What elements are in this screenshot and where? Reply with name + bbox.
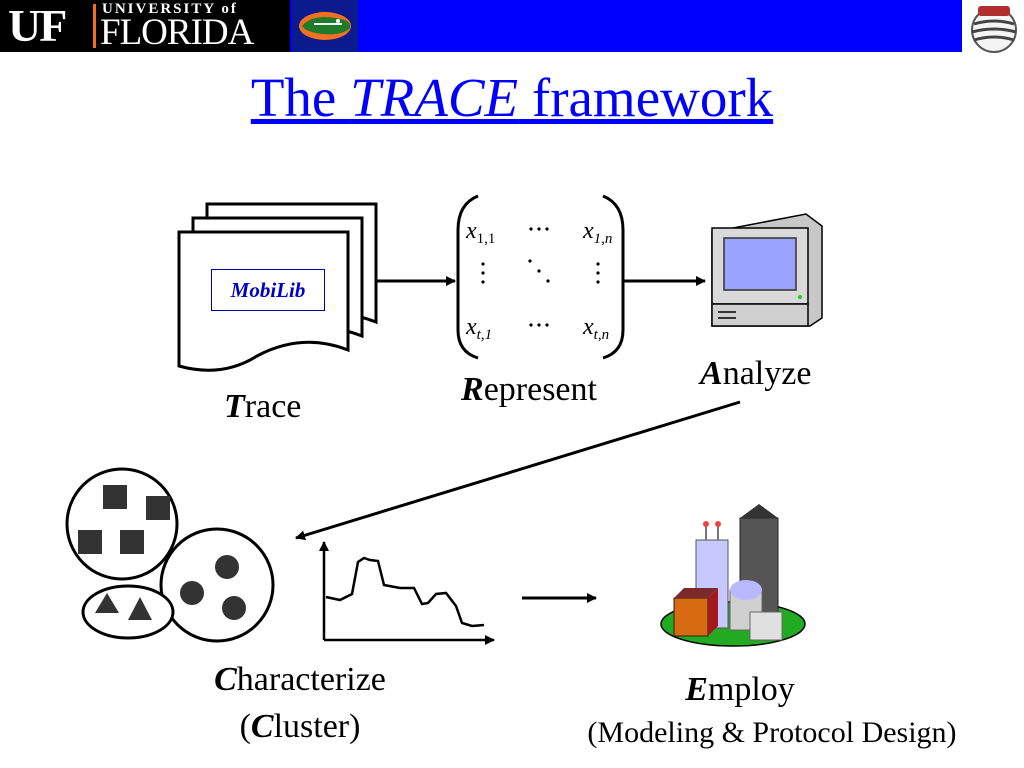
characterize-label: Characterize [214, 661, 386, 698]
square-mark [78, 530, 102, 554]
uf-logo-university: UNIVERSITY of [102, 1, 238, 17]
arrow-analyze-to-characterize [295, 400, 741, 541]
uf-logo-letters: UF [8, 0, 67, 51]
gator-icon [299, 12, 351, 40]
computer-icon [711, 213, 823, 327]
matrix-xtn: xt,n [582, 314, 609, 343]
page-title: The TRACE framework [0, 66, 1024, 130]
represent-label: Represent [461, 371, 597, 408]
square-mark [120, 530, 144, 554]
trace-label: Trace [224, 388, 302, 425]
profile-plot [319, 541, 495, 645]
uf-logo-florida: FLORIDA [100, 12, 254, 53]
matrix-brackets [456, 194, 625, 360]
analyze-label: Analyze [700, 355, 812, 392]
employ-subtitle: (Modeling & Protocol Design) [587, 716, 957, 749]
matrix-x11: x1,1 [465, 218, 495, 247]
circle-mark [222, 596, 246, 620]
globe-icon [971, 6, 1017, 53]
title-part2: framework [518, 67, 774, 128]
uf-logo-divider [93, 4, 96, 48]
square-mark [146, 496, 170, 520]
city-icon [660, 504, 806, 647]
mobilib-label: MobiLib [211, 269, 325, 311]
title-part1: The [250, 67, 351, 128]
title-italic: TRACE [350, 67, 519, 128]
matrix-x1n: x1,n [582, 218, 612, 247]
square-mark [103, 485, 127, 509]
uf-logo: UF UNIVERSITY of FLORIDA [0, 0, 290, 52]
gator-logo-icon [292, 0, 358, 52]
employ-label: Employ [685, 671, 795, 708]
cluster-label: (Cluster) [239, 708, 361, 745]
cluster-diagram [65, 467, 275, 643]
matrix-entries: x1,1 x1,n xt,1 xt,n [465, 218, 612, 343]
triangle-mark [128, 597, 152, 620]
matrix-ellipsis [481, 227, 600, 327]
plot-line [325, 556, 485, 628]
circle-mark [215, 555, 239, 579]
triangle-mark [95, 593, 119, 613]
nomads-logo-icon [966, 0, 1022, 56]
cluster-circles [159, 527, 275, 643]
circle-mark [180, 581, 204, 605]
matrix-xt1: xt,1 [465, 314, 492, 343]
